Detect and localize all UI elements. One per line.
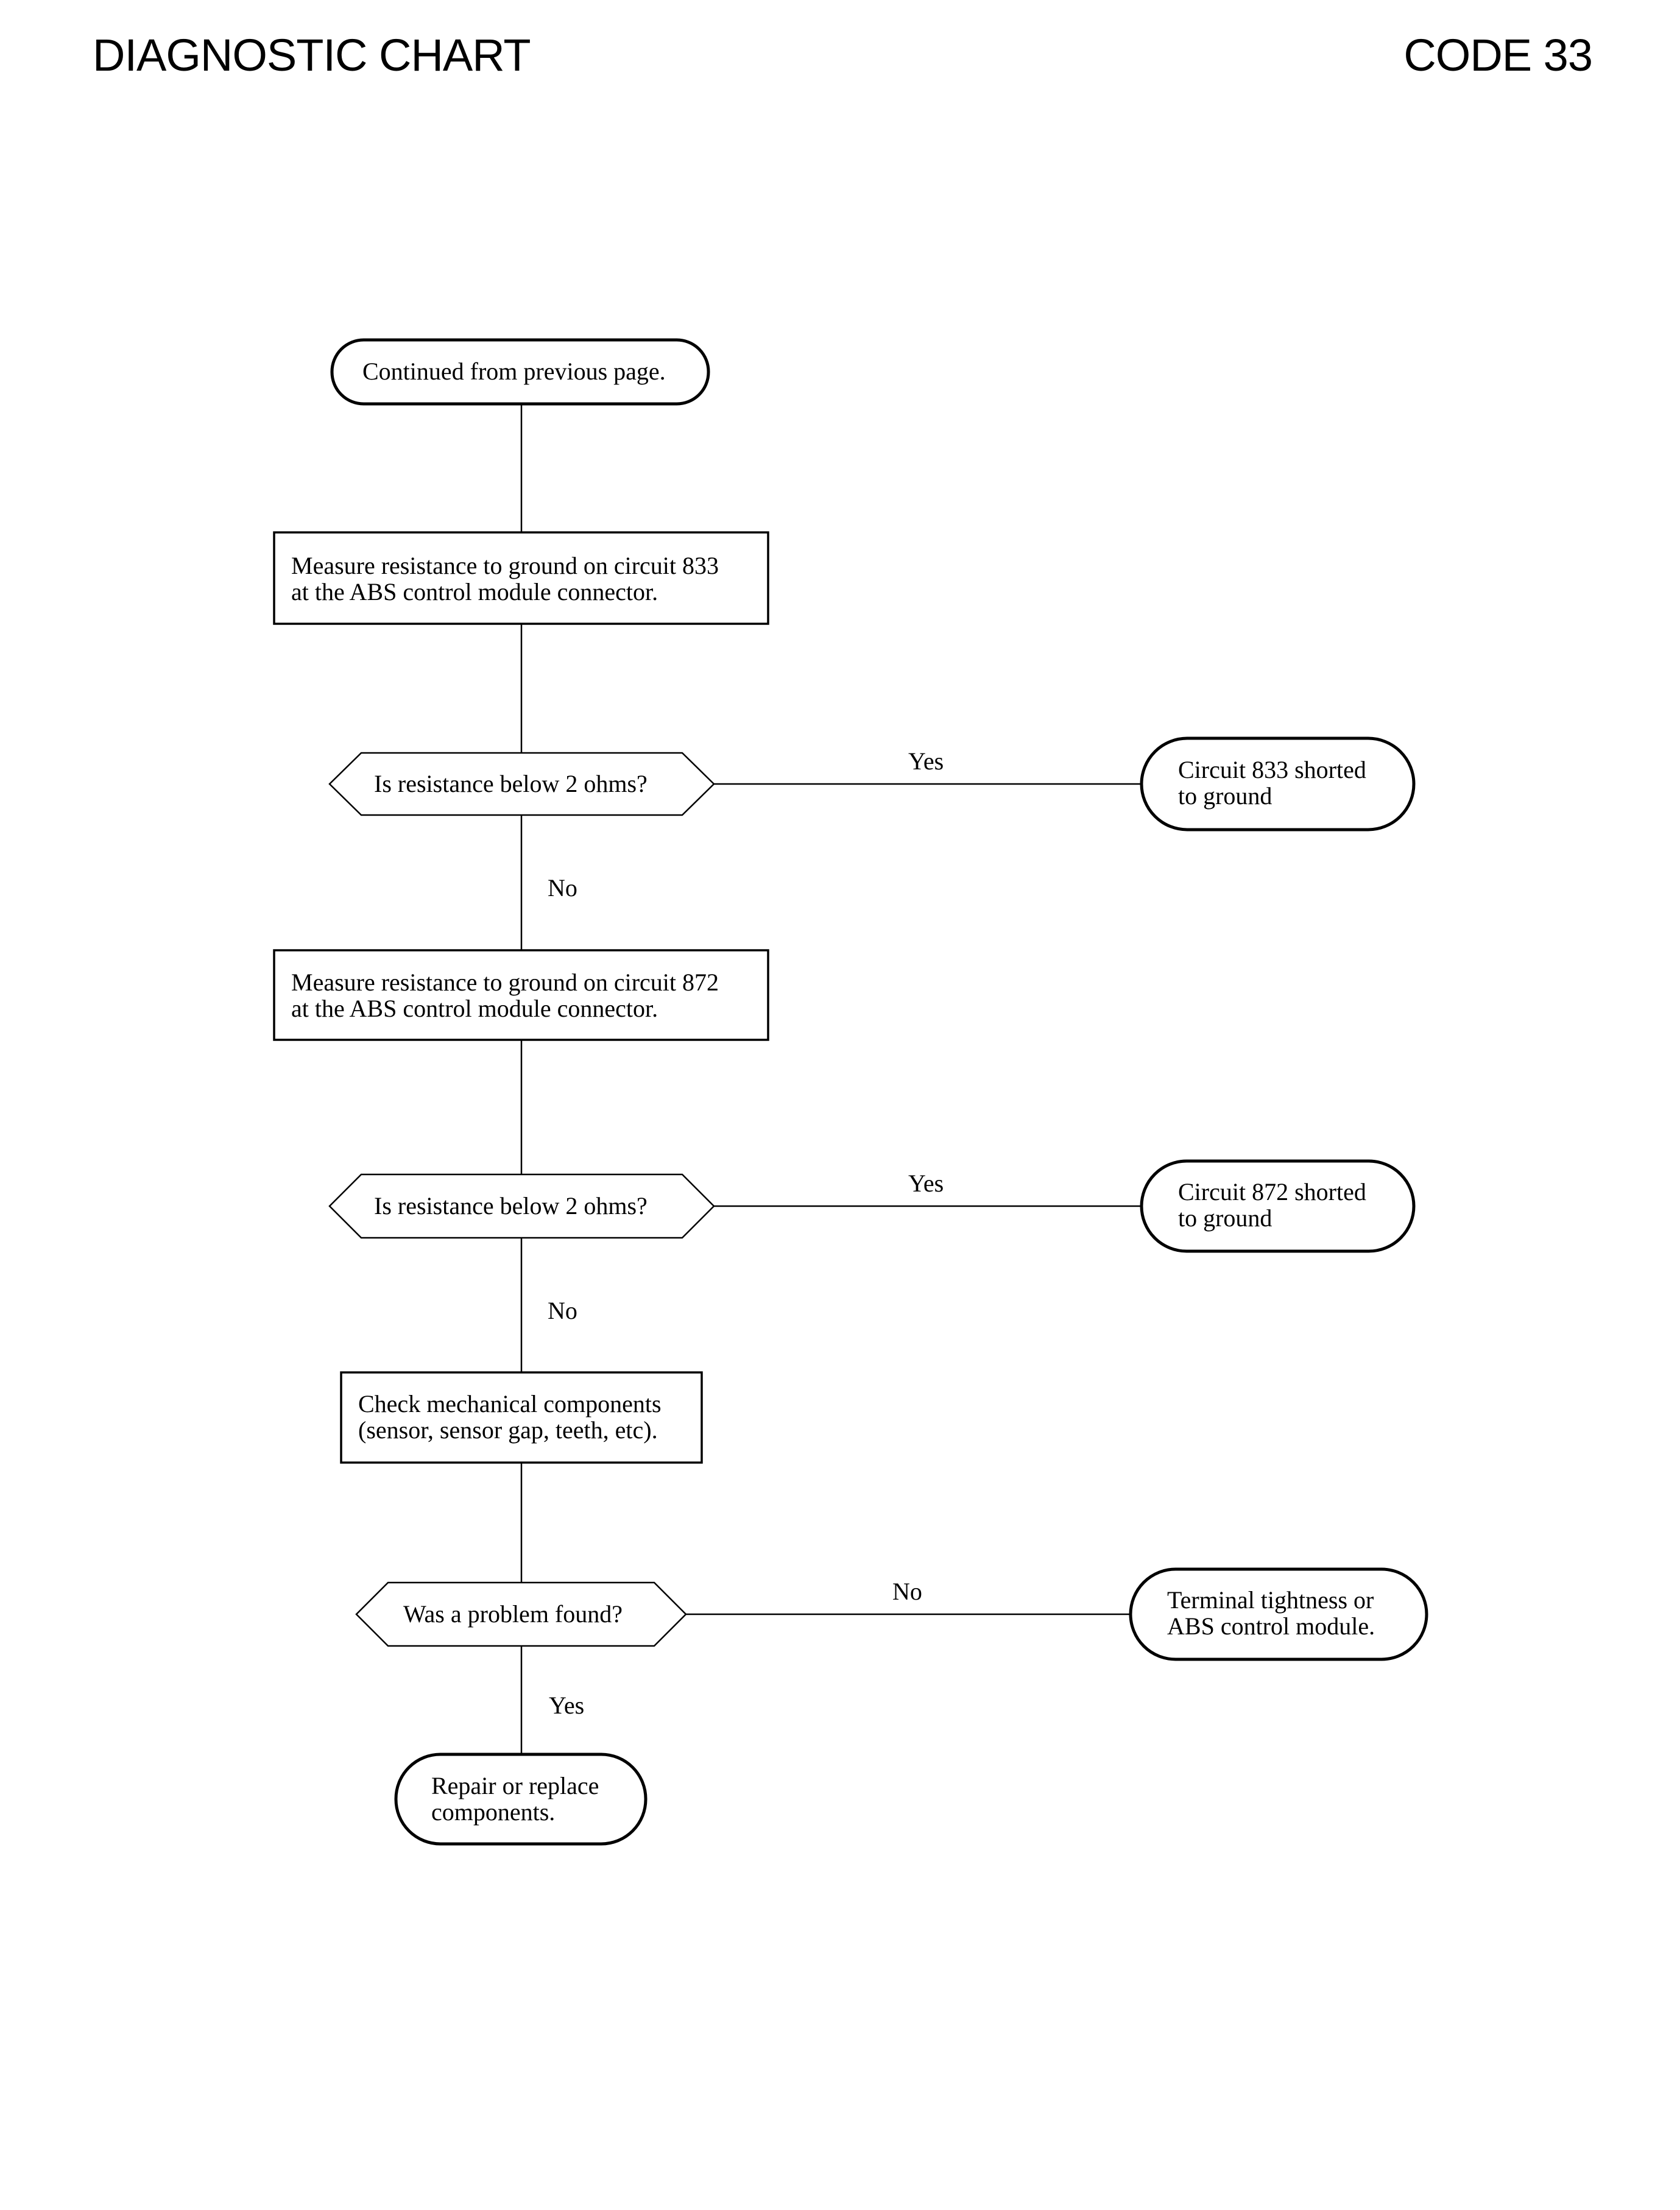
node-text-line: Continued from previous page.: [362, 358, 666, 385]
node-text-line: Is resistance below 2 ohms?: [374, 1192, 648, 1220]
decision2-diamond: [328, 1173, 715, 1239]
node-text-line: (sensor, sensor gap, teeth, etc).: [358, 1416, 658, 1444]
decision3-yes-label: Yes: [549, 1692, 584, 1719]
node-text-line: Circuit 872 shorted: [1178, 1178, 1366, 1206]
node-text-line: ABS control module.: [1167, 1612, 1375, 1640]
decision1-text: Is resistance below 2 ohms?: [374, 770, 648, 797]
step2-text: Measure resistance to ground on circuit …: [291, 969, 719, 1022]
decision2-text: Is resistance below 2 ohms?: [374, 1192, 648, 1220]
node-text-line: Check mechanical components: [358, 1390, 662, 1417]
node-text-line: Repair or replace: [431, 1772, 599, 1799]
step1-process-box: [273, 531, 769, 625]
chart-title: DIAGNOSTIC CHART: [93, 30, 531, 80]
node-text-line: to ground: [1178, 782, 1272, 810]
node-text-line: Is resistance below 2 ohms?: [374, 770, 648, 797]
node-text-line: components.: [431, 1798, 555, 1826]
decision2-yes-label: Yes: [908, 1170, 944, 1197]
result1-terminator: [1140, 736, 1416, 831]
node-text-line: Measure resistance to ground on circuit …: [291, 969, 719, 996]
node-text-line: Was a problem found?: [403, 1600, 623, 1628]
node-text-line: at the ABS control module connector.: [291, 578, 658, 605]
step3-process-box: [340, 1371, 703, 1464]
decision1-no-label: No: [548, 874, 577, 902]
decision3-no-label: No: [892, 1578, 922, 1605]
result3-terminator: [1129, 1567, 1428, 1661]
result2-terminator: [1140, 1159, 1416, 1253]
end-terminator: [394, 1753, 648, 1846]
start-terminator: [330, 338, 710, 406]
step2-process-box: [273, 949, 769, 1041]
step3-text: Check mechanical components(sensor, sens…: [358, 1390, 662, 1444]
decision1-yes-label: Yes: [908, 747, 944, 775]
step1-text: Measure resistance to ground on circuit …: [291, 552, 719, 605]
node-text-line: to ground: [1178, 1204, 1272, 1232]
decision1-diamond: [328, 752, 715, 816]
node-text-line: Terminal tightness or: [1167, 1586, 1374, 1614]
node-text-line: at the ABS control module connector.: [291, 995, 658, 1022]
decision2-no-label: No: [548, 1297, 577, 1324]
code-label: CODE 33: [1403, 30, 1593, 80]
node-text-line: Measure resistance to ground on circuit …: [291, 552, 719, 579]
start-text: Continued from previous page.: [362, 358, 666, 385]
node-text-line: Circuit 833 shorted: [1178, 756, 1366, 783]
decision3-text: Was a problem found?: [403, 1600, 623, 1628]
decision3-diamond: [355, 1581, 687, 1647]
